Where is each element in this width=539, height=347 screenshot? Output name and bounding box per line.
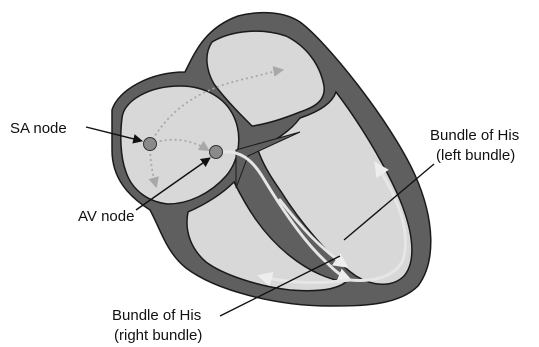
av-node bbox=[210, 146, 223, 159]
bundle-right-label-line1: Bundle of His bbox=[112, 307, 201, 324]
bundle-left-label-line2: (left bundle) bbox=[436, 147, 515, 164]
sa-node-label: SA node bbox=[10, 120, 67, 137]
bundle-left-label-line1: Bundle of His bbox=[430, 127, 519, 144]
sa-node bbox=[144, 138, 157, 151]
av-node-label: AV node bbox=[78, 208, 134, 225]
bundle-right-label-line2: (right bundle) bbox=[114, 327, 202, 344]
